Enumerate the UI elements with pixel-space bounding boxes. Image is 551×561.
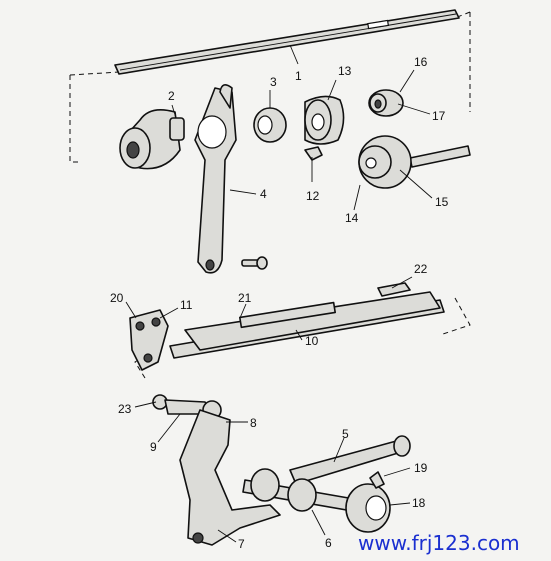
callout-6: 6 [325,536,332,550]
callout-14: 14 [345,211,359,225]
callout-17: 17 [432,109,446,123]
callout-16: 16 [414,55,428,69]
callout-2: 2 [168,89,175,103]
part-7-crank [179,409,281,546]
callout-5: 5 [342,427,349,441]
callout-10: 10 [305,334,319,348]
callout-7: 7 [238,537,245,551]
part-5-arm [289,435,411,485]
callout-23: 23 [118,402,132,416]
part-16-small-gear [368,89,404,117]
callout-12: 12 [306,189,320,203]
part-14-large-gear [358,135,471,189]
callout-19: 19 [414,461,428,475]
callout-18: 18 [412,496,426,510]
part-22-bar-tip [377,282,411,297]
part-2-bushing [119,109,185,170]
callout-11: 11 [180,298,193,312]
part-10-long-bar [169,291,445,359]
callout-9: 9 [150,440,157,454]
callout-15: 15 [435,195,449,209]
small-bolt [241,256,268,270]
part-6-shaft-hub [242,468,391,533]
watermark-text: www.frj123.com [358,531,520,555]
callout-3: 3 [270,75,277,89]
dashed-boundaries [69,11,471,379]
callout-labels: 1 2 3 4 5 6 7 8 9 10 11 12 13 14 15 16 1… [110,55,449,551]
part-12-clip [304,146,323,161]
leader-lines [125,44,433,543]
part-4-lever-arm [194,84,237,274]
callout-4: 4 [260,187,267,201]
part-13-gear-collar [304,95,345,145]
callout-22: 22 [414,262,428,276]
part-3-collar [253,107,287,143]
callout-13: 13 [338,64,352,78]
callout-20: 20 [110,291,124,305]
callout-21: 21 [238,291,252,305]
part-20-bracket [129,309,169,371]
part-1-long-shaft [114,9,460,75]
callout-1: 1 [295,69,302,83]
callout-8: 8 [250,416,257,430]
